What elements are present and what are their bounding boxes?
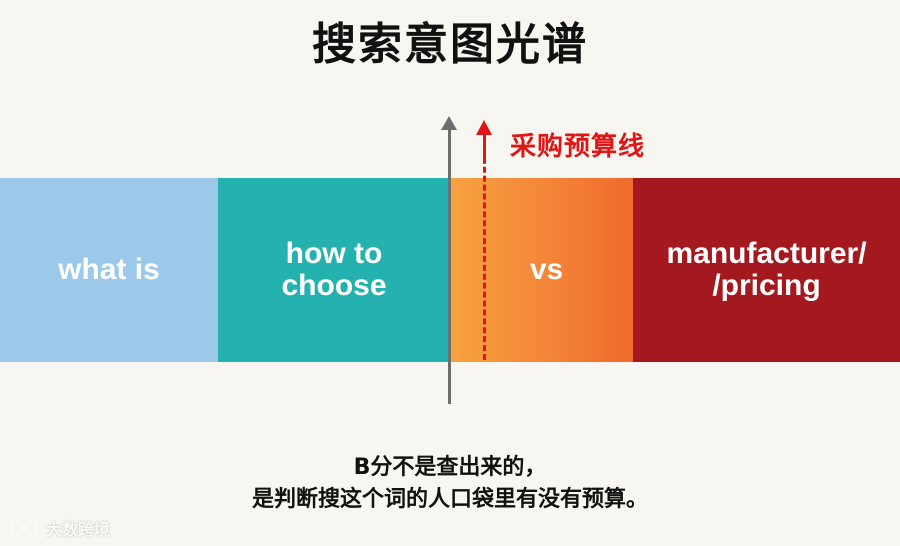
segment-vs: vs [450, 178, 633, 362]
divider-line [448, 128, 451, 404]
budget-arrow-icon [476, 120, 492, 135]
watermark: 大数跨境 [10, 516, 110, 540]
caption-line-2: 是判断搜这个词的人口袋里有没有预算。 [251, 487, 648, 512]
segment-what-is: what is [0, 178, 218, 362]
budget-arrow-shaft [483, 133, 486, 159]
segment-label: manufacturer//pricing [666, 237, 867, 302]
budget-dashed-line [483, 140, 486, 360]
caption-line-1: B分不是查出来的， [353, 455, 547, 480]
diagram-title: 搜索意图光谱 [312, 19, 588, 70]
segment-label: what is [58, 253, 160, 286]
caption: B分不是查出来的， 是判断搜这个词的人口袋里有没有预算。 [0, 452, 900, 516]
divider-arrow-icon [441, 116, 457, 130]
segment-label: vs [529, 253, 564, 286]
segment-manufacturer-pricing: manufacturer//pricing [633, 178, 900, 362]
watermark-logo-icon [10, 520, 39, 536]
watermark-text: 大数跨境 [46, 520, 111, 539]
budget-line-label: 采购预算线 [510, 132, 646, 162]
